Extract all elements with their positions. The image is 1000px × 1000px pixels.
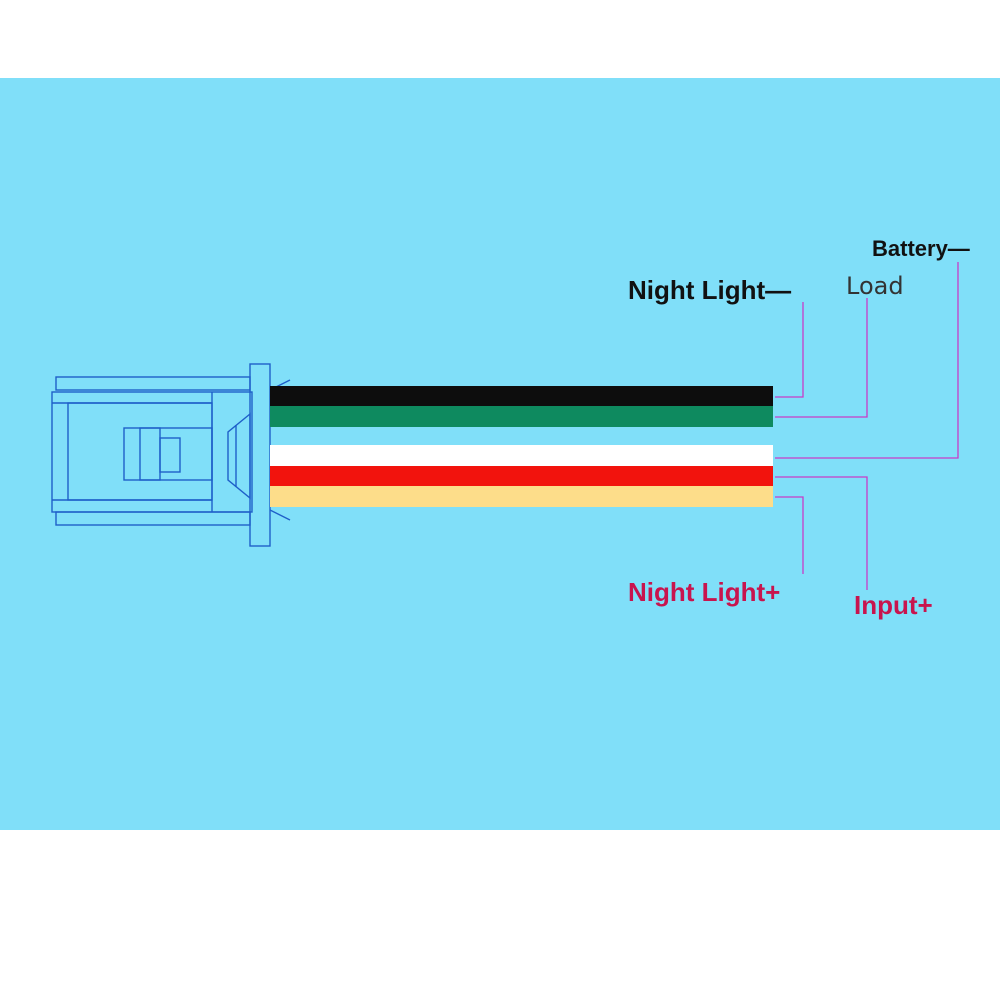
- label-night-light-negative: Night Light—: [628, 275, 791, 305]
- label-battery-negative: Battery—: [872, 236, 970, 261]
- label-input-positive: Input+: [854, 590, 933, 620]
- wire-yellow: [270, 486, 773, 507]
- connector-housing: [51, 363, 291, 547]
- wire-white: [270, 445, 773, 466]
- label-load: Load: [846, 272, 904, 300]
- leader-night-light-pos: [775, 496, 804, 574]
- label-night-light-positive: Night Light+: [628, 577, 780, 607]
- leader-battery-neg: [775, 262, 959, 459]
- wire-red: [270, 466, 773, 486]
- leader-load: [775, 298, 868, 418]
- wire-green: [270, 406, 773, 427]
- wire-black: [270, 386, 773, 406]
- leader-input-pos: [775, 476, 868, 590]
- leader-night-light-neg: [775, 302, 804, 398]
